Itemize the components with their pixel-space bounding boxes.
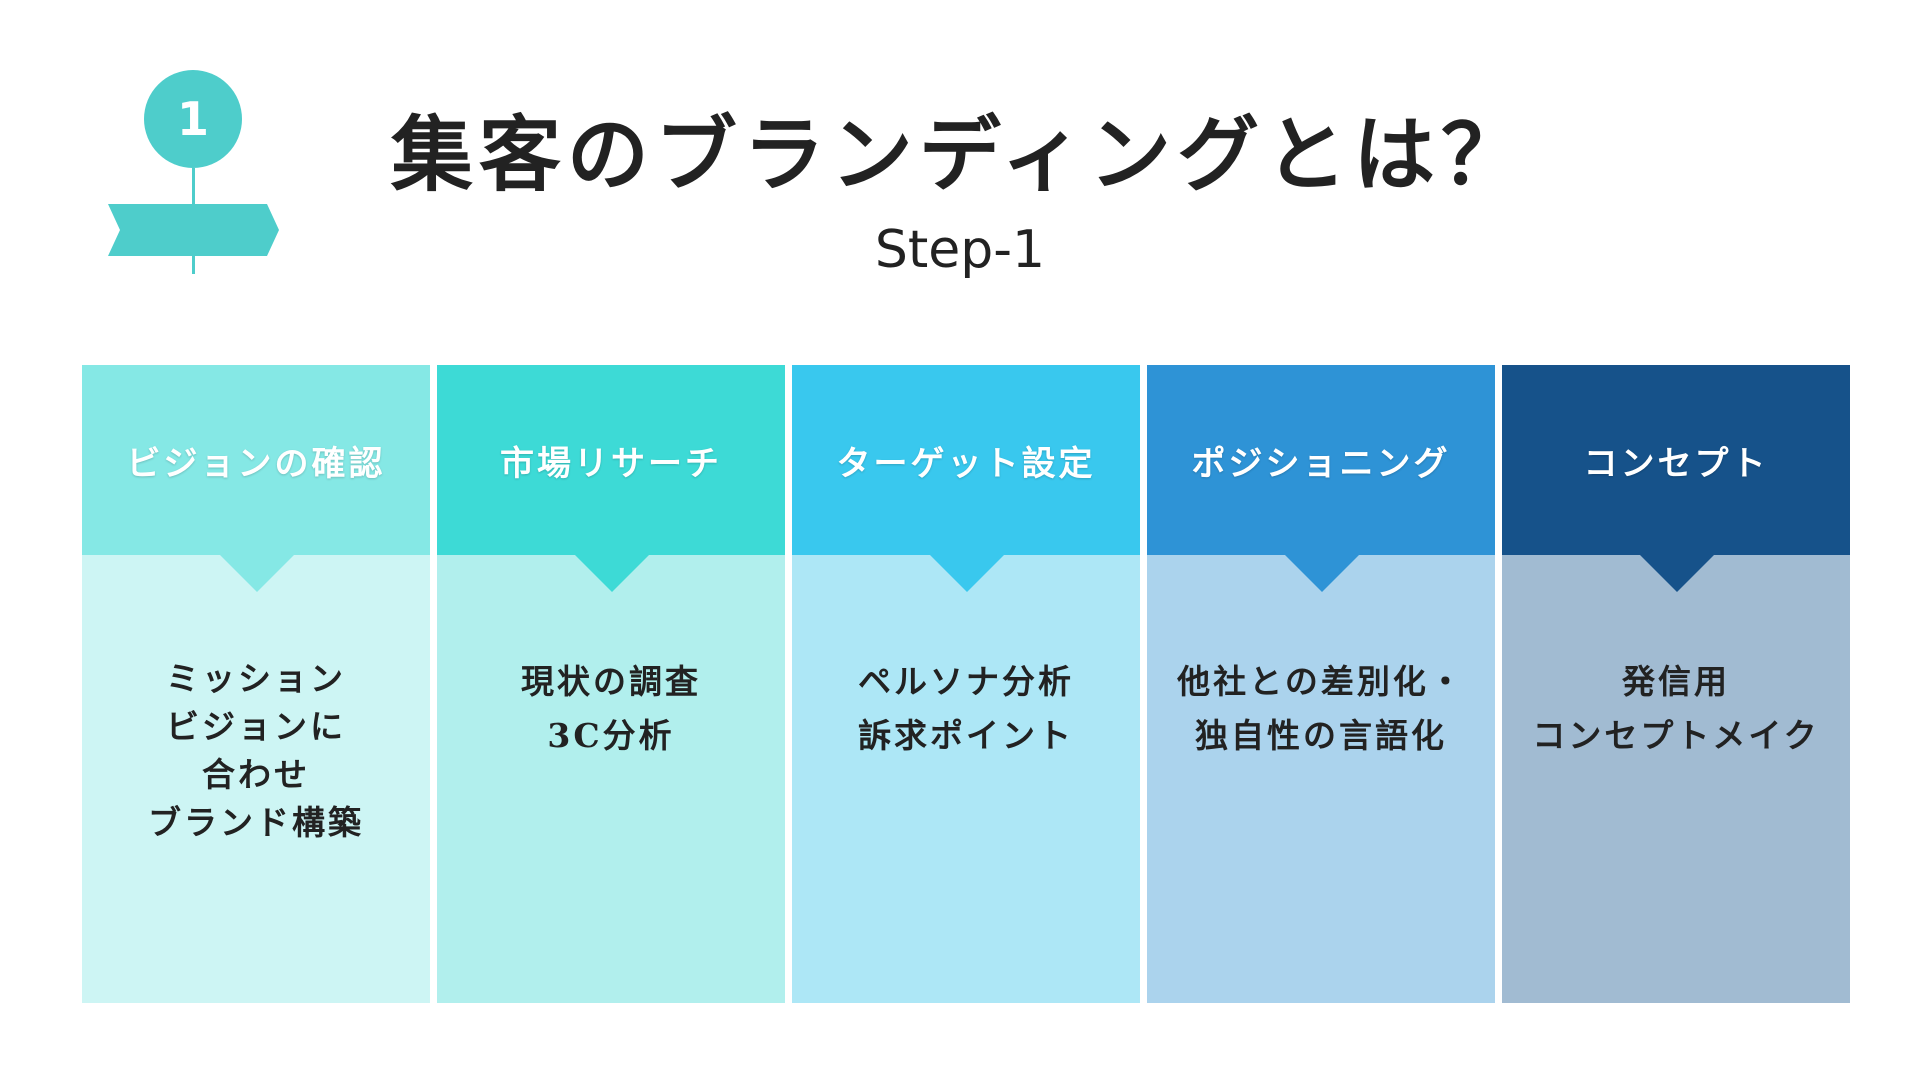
body-line: ペルソナ分析 bbox=[858, 662, 1074, 701]
body-line: 訴求ポイント bbox=[858, 716, 1074, 755]
column-body-text: ミッション ビジョンに 合わせ ブランド構築 bbox=[82, 655, 430, 847]
column-header: ビジョンの確認 bbox=[82, 365, 430, 555]
body-line: 発信用 bbox=[1622, 662, 1730, 701]
column-title: 市場リサーチ bbox=[500, 443, 722, 484]
column-target: ペルソナ分析 訴求ポイント ターゲット設定 bbox=[792, 365, 1140, 1003]
column-body: 発信用 コンセプトメイク bbox=[1502, 555, 1850, 1003]
down-arrow-icon bbox=[1640, 555, 1714, 592]
down-arrow-icon bbox=[930, 555, 1004, 592]
body-line: 合わせ bbox=[202, 755, 310, 794]
page-title: 集客のブランディングとは？ bbox=[390, 107, 1530, 203]
ribbon-shape bbox=[108, 204, 279, 256]
down-arrow-icon bbox=[1285, 555, 1359, 592]
column-vision: ミッション ビジョンに 合わせ ブランド構築 ビジョンの確認 bbox=[82, 365, 430, 1003]
column-title: ポジショニング bbox=[1191, 443, 1451, 484]
column-positioning: 他社との差別化・ 独自性の言語化 ポジショニング bbox=[1147, 365, 1495, 1003]
column-header: 市場リサーチ bbox=[437, 365, 785, 555]
down-arrow-icon bbox=[575, 555, 649, 592]
down-arrow-icon bbox=[220, 555, 294, 592]
body-line: コンセプトメイク bbox=[1532, 716, 1820, 755]
column-header: ポジショニング bbox=[1147, 365, 1495, 555]
column-concept: 発信用 コンセプトメイク コンセプト bbox=[1502, 365, 1850, 1003]
body-line: 他社との差別化・ bbox=[1177, 662, 1465, 701]
step-badge: 1 bbox=[108, 70, 283, 274]
badge-number: 1 bbox=[144, 70, 242, 168]
column-title: コンセプト bbox=[1583, 443, 1769, 484]
step-columns: ミッション ビジョンに 合わせ ブランド構築 ビジョンの確認 現状の調査 3C分… bbox=[82, 365, 1850, 1003]
column-body-text: ペルソナ分析 訴求ポイント bbox=[792, 655, 1140, 763]
body-line: 独自性の言語化 bbox=[1195, 716, 1447, 755]
column-body: 現状の調査 3C分析 bbox=[437, 555, 785, 1003]
column-body: 他社との差別化・ 独自性の言語化 bbox=[1147, 555, 1495, 1003]
body-line: ミッション bbox=[166, 659, 346, 698]
body-line: 現状の調査 bbox=[521, 662, 701, 701]
column-body-text: 他社との差別化・ 独自性の言語化 bbox=[1147, 655, 1495, 763]
column-body-text: 発信用 コンセプトメイク bbox=[1502, 655, 1850, 763]
column-body: ミッション ビジョンに 合わせ ブランド構築 bbox=[82, 555, 430, 1003]
body-line: ブランド構築 bbox=[148, 803, 364, 842]
column-header: コンセプト bbox=[1502, 365, 1850, 555]
body-line: 3C分析 bbox=[547, 716, 675, 755]
column-body-text: 現状の調査 3C分析 bbox=[437, 655, 785, 763]
column-title: ビジョンの確認 bbox=[126, 443, 386, 484]
badge-ribbon bbox=[108, 204, 279, 256]
page-subtitle: Step-1 bbox=[874, 220, 1046, 280]
column-market-research: 現状の調査 3C分析 市場リサーチ bbox=[437, 365, 785, 1003]
column-body: ペルソナ分析 訴求ポイント bbox=[792, 555, 1140, 1003]
body-line: ビジョンに bbox=[166, 707, 346, 746]
column-title: ターゲット設定 bbox=[836, 443, 1096, 484]
column-header: ターゲット設定 bbox=[792, 365, 1140, 555]
